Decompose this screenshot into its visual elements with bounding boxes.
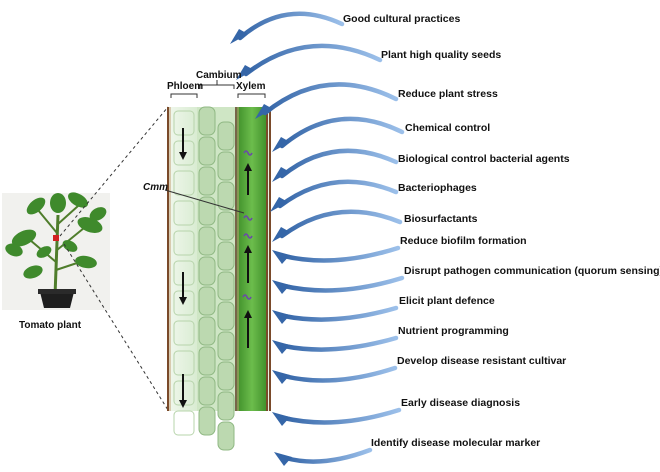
tomato-plant-image [2, 192, 110, 310]
cambium-label: Cambium [196, 70, 242, 81]
zoom-lines [59, 106, 169, 411]
strategy-curved-arrow [270, 179, 399, 212]
strategy-curved-arrow [272, 116, 405, 152]
strategy-label-1: Good cultural practices [343, 13, 461, 25]
cambium-cell [217, 181, 235, 211]
strategy-label-5: Biological control bacterial agents [398, 153, 570, 165]
cmm-bacteria [242, 294, 252, 300]
strategy-label-13: Early disease diagnosis [401, 397, 521, 409]
strategy-curved-arrow [272, 245, 401, 264]
cmm-bacteria [243, 233, 253, 239]
cambium-cell [217, 391, 235, 421]
cambium-cell [198, 316, 216, 346]
phloem-flow-arrow [179, 272, 187, 305]
phloem-cell [173, 320, 195, 346]
strategy-label-7: Biosurfactants [404, 213, 478, 225]
plant-caption: Tomato plant [19, 320, 82, 331]
cambium-cell [217, 121, 235, 151]
strategy-label-3: Reduce plant stress [398, 88, 498, 100]
cambium-cell [198, 286, 216, 316]
xylem-tissue [237, 107, 267, 411]
strategy-curved-arrow [230, 11, 345, 44]
cambium-cell [217, 331, 235, 361]
strategy-curved-arrow [255, 82, 399, 119]
strategy-curved-arrow [236, 43, 383, 80]
phloem-cell [173, 200, 195, 226]
phloem-cell [173, 410, 195, 436]
strategy-label-4: Chemical control [405, 122, 491, 134]
strategy-label-11: Nutrient programming [398, 325, 509, 337]
strategy-label-9: Disrupt pathogen communication (quorum s… [404, 265, 660, 277]
cambium-cell [198, 376, 216, 406]
pathogen-label: Cmm [143, 182, 169, 193]
cambium-cell [198, 226, 216, 256]
strategy-arrows [230, 11, 405, 466]
phloem-flow-arrow [179, 374, 187, 408]
phloem-cell [173, 230, 195, 256]
cambium-cell [198, 346, 216, 376]
xylem-label: Xylem [236, 81, 266, 92]
cambium-cell [198, 136, 216, 166]
cambium-cell [217, 361, 235, 391]
strategy-label-10: Elicit plant defence [399, 295, 495, 307]
stem-section [167, 106, 271, 451]
strategy-curved-arrow [272, 209, 403, 242]
strategy-curved-arrow [274, 447, 373, 466]
cambium-cell [217, 151, 235, 181]
cmm-bacteria [243, 215, 253, 221]
strategy-label-6: Bacteriophages [398, 182, 477, 194]
cmm-bacteria [243, 150, 253, 156]
xylem-flow-arrow [244, 163, 252, 195]
xylem-flow-arrow [244, 245, 252, 283]
cmm-pointer-line [164, 189, 245, 214]
cambium-cell [217, 421, 235, 451]
cambium-cell [198, 106, 216, 136]
strategy-label-14: Identify disease molecular marker [371, 437, 541, 449]
cambium-cell [198, 406, 216, 436]
strategy-curved-arrow [272, 365, 398, 384]
strategy-label-12: Develop disease resistant cultivar [397, 355, 567, 367]
phloem-label: Phloem [167, 81, 204, 92]
strategy-curved-arrow [272, 305, 399, 324]
xylem-flow-arrow [244, 310, 252, 348]
strategy-curved-arrow [272, 407, 402, 426]
strategy-label-2: Plant high quality seeds [381, 49, 502, 61]
cambium-cell [198, 256, 216, 286]
cambium-cell [217, 271, 235, 301]
cambium-cell [217, 211, 235, 241]
phloem-flow-arrow [179, 128, 187, 160]
cambium-cell [198, 196, 216, 226]
cambium-cell [217, 301, 235, 331]
tissue-brackets [170, 80, 266, 98]
strategy-label-8: Reduce biofilm formation [400, 235, 527, 247]
cambium-cell [217, 241, 235, 271]
strategy-curved-arrow [272, 148, 399, 182]
strategy-curved-arrow [272, 335, 399, 354]
phloem-cell [173, 170, 195, 196]
cambium-cell [198, 166, 216, 196]
strategy-curved-arrow [272, 275, 405, 294]
